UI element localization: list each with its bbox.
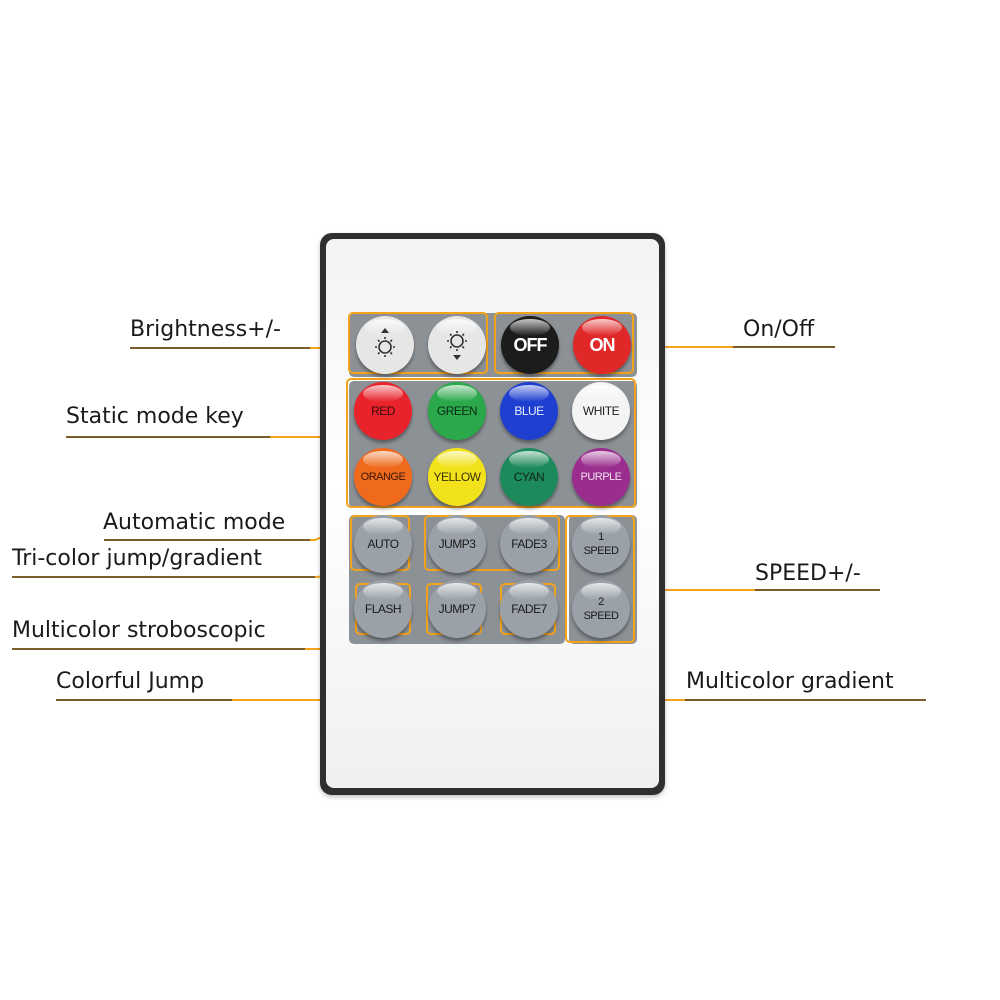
label-auto: Automatic mode [103,510,286,535]
jump3-button[interactable]: JUMP3 [428,515,486,573]
brightness-down-icon [439,326,475,365]
yellow-label: YELLOW [433,470,481,484]
cyan-label: CYAN [513,470,545,484]
label-jump: Colorful Jump [56,669,205,694]
jump3-label: JUMP3 [438,537,476,551]
off-button[interactable]: OFF [501,316,559,374]
label-tricolor: Tri-color jump/gradient [12,546,263,571]
auto-button[interactable]: AUTO [354,515,412,573]
green-label: GREEN [436,404,478,418]
flash-label: FLASH [364,602,402,616]
cyan-button[interactable]: CYAN [500,448,558,506]
fade3-button[interactable]: FADE3 [500,515,558,573]
red-label: RED [371,404,395,418]
auto-label: AUTO [367,537,399,551]
label-speed: SPEED+/- [755,561,861,586]
label-brightness: Brightness+/- [130,317,281,342]
blue-button[interactable]: BLUE [500,382,558,440]
brightness-down-button[interactable] [428,316,486,374]
speed2-word: SPEED [583,610,619,622]
orange-label: ORANGE [360,471,406,483]
jump7-label: JUMP7 [438,602,476,616]
off-label: OFF [513,334,548,355]
yellow-button[interactable]: YELLOW [428,448,486,506]
on-label: ON [589,334,616,355]
fade7-button[interactable]: FADE7 [500,580,558,638]
blue-label: BLUE [514,404,544,418]
label-static: Static mode key [66,404,244,429]
label-onoff: On/Off [743,317,815,342]
fade7-label: FADE7 [511,602,547,616]
speed2-number: 2 [598,596,604,608]
white-button[interactable]: WHITE [572,382,630,440]
speed1-word: SPEED [583,545,619,557]
brightness-up-button[interactable] [356,316,414,374]
orange-button[interactable]: ORANGE [354,448,412,506]
label-strobe: Multicolor stroboscopic [12,618,266,643]
brightness-up-icon [367,326,403,365]
on-button[interactable]: ON [573,316,631,374]
tricolor-highlight [424,515,560,571]
purple-label: PURPLE [580,471,622,483]
jump7-button[interactable]: JUMP7 [428,580,486,638]
label-gradient: Multicolor gradient [686,669,894,694]
purple-button[interactable]: PURPLE [572,448,630,506]
flash-button[interactable]: FLASH [354,580,412,638]
speed1-number: 1 [598,531,604,543]
onoff-highlight [494,312,634,374]
red-button[interactable]: RED [354,382,412,440]
fade3-label: FADE3 [511,537,547,551]
green-button[interactable]: GREEN [428,382,486,440]
white-label: WHITE [582,404,620,418]
static-highlight [346,378,636,508]
brightness-highlight [348,312,488,374]
